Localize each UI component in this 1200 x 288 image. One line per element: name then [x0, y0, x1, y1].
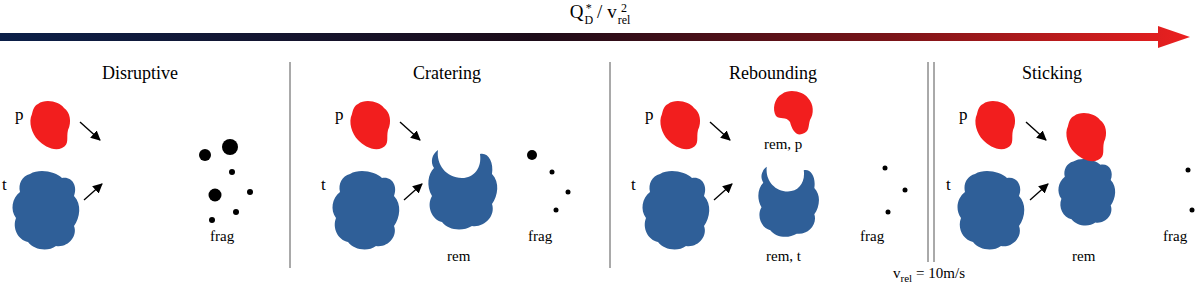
- impact-arrow: [1030, 184, 1048, 200]
- fragment-label: frag: [528, 228, 552, 245]
- body-label: t: [2, 176, 7, 195]
- fragment-dot: [199, 149, 211, 161]
- remnant-blob: [774, 91, 813, 134]
- body-label: p: [645, 106, 654, 125]
- fragment-dot: [566, 190, 571, 195]
- fragment-dot: [903, 188, 908, 193]
- target-blob: [333, 171, 400, 249]
- projectile-blob: [350, 101, 390, 149]
- fragment-dot: [886, 210, 891, 215]
- impact-arrow: [1026, 122, 1046, 140]
- remnant-blob: [428, 150, 497, 229]
- fragment-dot: [1186, 168, 1191, 173]
- fragment-label: frag: [210, 228, 234, 245]
- remnant-label: rem, t: [766, 248, 801, 265]
- fragment-dot: [554, 208, 559, 213]
- velocity-threshold: vrel= 10m/s: [893, 265, 965, 284]
- impact-arrow: [710, 122, 730, 140]
- fragment-dot: [229, 169, 235, 175]
- body-label: p: [15, 106, 24, 125]
- fragment-dot: [222, 139, 238, 155]
- fragment-dot: [209, 189, 222, 202]
- fragment-dot: [233, 209, 239, 215]
- formula-text: = 10m/s: [916, 265, 965, 281]
- remnant-blob: [1066, 113, 1106, 161]
- formula-index: rel: [901, 272, 913, 284]
- panel-title: Sticking: [1022, 64, 1082, 84]
- formula-index: D: [584, 14, 593, 26]
- fragment-dot: [527, 150, 537, 160]
- impact-arrow: [714, 184, 732, 200]
- panel-title: Rebounding: [729, 64, 817, 84]
- formula-text: v: [893, 265, 901, 281]
- fragment-label: frag: [1163, 228, 1187, 245]
- target-blob: [643, 171, 710, 249]
- body-label: t: [321, 176, 326, 195]
- fragment-dot: [247, 189, 253, 195]
- formula-text: Q: [570, 1, 584, 22]
- panel-divider: [928, 62, 929, 262]
- body-label: t: [946, 176, 951, 195]
- formula-text: / v: [597, 1, 617, 22]
- panel-title: Cratering: [413, 64, 481, 84]
- remnant-label: rem: [447, 248, 470, 265]
- body-label: p: [335, 106, 344, 125]
- target-blob: [13, 171, 80, 249]
- formula-index: *: [584, 2, 593, 14]
- impact-arrow: [404, 184, 422, 200]
- target-blob: [958, 171, 1025, 249]
- fragment-dot: [883, 166, 888, 171]
- fragment-dot: [1190, 208, 1195, 213]
- fragment-dot: [209, 217, 215, 223]
- panel-divider: [934, 62, 935, 262]
- projectile-blob: [975, 101, 1015, 149]
- remnant-blob: [758, 167, 819, 237]
- formula-index: 2: [618, 2, 631, 14]
- remnant-label: rem: [1072, 248, 1095, 265]
- formula-index: rel: [618, 14, 631, 26]
- panel-title: Disruptive: [102, 64, 178, 84]
- projectile-blob: [30, 101, 70, 149]
- scale-arrow: [0, 26, 1190, 48]
- body-label: t: [631, 176, 636, 195]
- remnant-blob: [1058, 159, 1115, 226]
- panel-divider: [290, 62, 291, 268]
- body-label: p: [959, 106, 968, 125]
- impact-arrow: [400, 122, 420, 140]
- fragment-dot: [550, 170, 555, 175]
- scale-formula: Q*D / v2rel: [0, 2, 1200, 26]
- remnant-label: rem, p: [764, 136, 802, 153]
- projectile-blob: [660, 101, 700, 149]
- fragment-label: frag: [860, 228, 884, 245]
- impact-arrow: [80, 122, 100, 140]
- panel-divider: [610, 62, 611, 268]
- impact-arrow: [84, 184, 102, 200]
